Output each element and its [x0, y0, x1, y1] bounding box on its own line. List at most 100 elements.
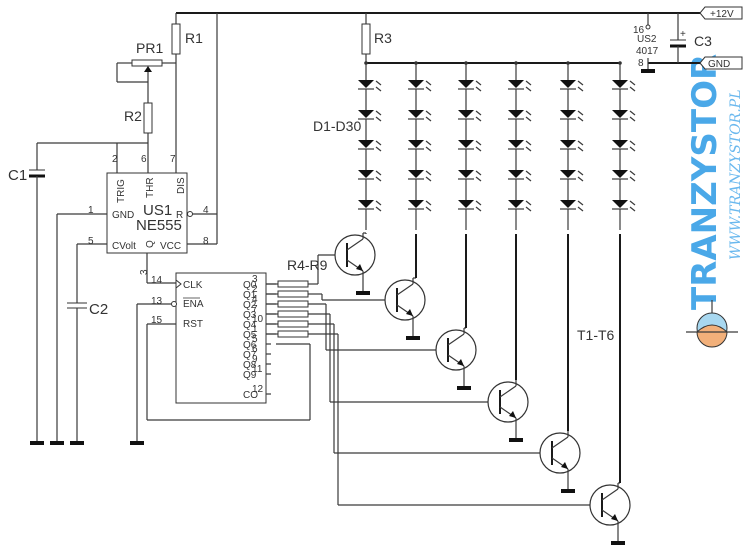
led-icon	[612, 200, 636, 230]
led-arrow	[577, 86, 584, 92]
led-arrow	[375, 116, 382, 122]
transistor-body	[487, 381, 529, 423]
us2-pin-label: Q3	[243, 310, 257, 321]
emitter-arrow	[406, 309, 413, 316]
led-triangle	[458, 200, 474, 208]
us2-pin-label: Q9	[243, 370, 257, 381]
us1-r-label: R	[176, 210, 183, 221]
transistors-label: T1-T6	[577, 327, 615, 343]
transistor-icon	[589, 234, 631, 545]
us2-pin-label: Q7	[243, 350, 257, 361]
led-arrow	[475, 206, 482, 212]
us2-ena-label: ENA	[183, 299, 204, 310]
r2-resistor	[143, 102, 153, 134]
us1-q-label: Q	[145, 240, 156, 248]
r1-resistor	[171, 23, 181, 55]
junction	[514, 61, 518, 65]
us1-pin3: 3	[139, 269, 150, 275]
led-arrow	[475, 86, 482, 92]
led-arrow	[577, 200, 584, 206]
us1-pin5: 5	[88, 236, 94, 247]
us1-gnd-label: GND	[112, 210, 134, 221]
led-triangle	[408, 80, 424, 88]
led-arrow	[577, 170, 584, 176]
us2-pin-num: 10	[252, 314, 264, 325]
led-triangle	[408, 170, 424, 178]
led-icon	[560, 110, 584, 140]
led-icon	[612, 140, 636, 170]
resistor-icon	[277, 310, 309, 318]
led-arrow	[525, 86, 532, 92]
us2-pin-num: 7	[252, 304, 258, 315]
c3-label: C3	[694, 33, 712, 49]
us2-pin14: 14	[151, 275, 163, 286]
watermark-brand: TRANZYSTOR	[685, 54, 725, 310]
us2-vdd-pin	[645, 24, 651, 30]
led-icon	[458, 140, 482, 170]
transistor-body	[384, 279, 426, 321]
us2-pin13: 13	[151, 296, 163, 307]
gnd-flag	[699, 56, 743, 70]
led-arrow	[425, 200, 432, 206]
transistor-collector	[499, 385, 517, 398]
transistor-body	[539, 432, 581, 474]
r4r9-label: R4-R9	[287, 257, 328, 273]
transistor-icon	[539, 234, 581, 493]
led-triangle	[358, 80, 374, 88]
led-icon	[612, 170, 636, 200]
led-arrow	[375, 170, 382, 176]
resistor-icon	[277, 300, 309, 308]
led-arrow	[629, 176, 636, 182]
led-triangle	[458, 170, 474, 178]
led-icon	[508, 170, 532, 200]
led-arrow	[425, 140, 432, 146]
led-arrow	[629, 146, 636, 152]
led-triangle	[508, 140, 524, 148]
led-triangle	[560, 200, 576, 208]
us1-thr-label: THR	[145, 177, 156, 198]
us1-pin2: 2	[112, 154, 118, 165]
emitter-arrow	[561, 462, 568, 469]
led-arrow	[525, 206, 532, 212]
c2-label: C2	[89, 301, 108, 318]
led-arrow	[525, 116, 532, 122]
us2-vdd-num: 16	[633, 25, 645, 36]
led-arrow	[425, 146, 432, 152]
us2-pin-num: 6	[252, 344, 258, 355]
led-icon	[508, 140, 532, 170]
us2-pin-label: Q8	[243, 360, 257, 371]
emitter-arrow	[457, 359, 464, 366]
resistor-icon	[277, 290, 309, 298]
us2-pin-label: Q2	[243, 300, 257, 311]
us2-pin-num: 12	[252, 384, 264, 395]
led-triangle	[508, 110, 524, 118]
led-arrow	[475, 110, 482, 116]
watermark-logo-half	[696, 324, 728, 348]
led-triangle	[358, 110, 374, 118]
transistor-body	[435, 329, 477, 371]
junction	[414, 61, 418, 65]
led-icon	[408, 110, 432, 140]
led-icon	[358, 140, 382, 170]
led-icon	[560, 200, 584, 230]
us2-power-name: US2	[637, 34, 657, 45]
us1-pin4: 4	[203, 205, 209, 216]
led-triangle	[560, 140, 576, 148]
led-arrow	[475, 200, 482, 206]
leds-label: D1-D30	[313, 118, 361, 134]
vcc-flag	[699, 6, 743, 20]
led-arrow	[375, 176, 382, 182]
transistor-collector	[447, 333, 465, 346]
transistor-body	[334, 234, 376, 276]
led-arrow	[375, 200, 382, 206]
led-arrow	[525, 200, 532, 206]
led-triangle	[408, 200, 424, 208]
clk-marker	[175, 279, 182, 289]
us2-pin-num: 9	[252, 354, 258, 365]
gnd-label: GND	[708, 59, 730, 70]
led-arrow	[425, 110, 432, 116]
led-icon	[408, 170, 432, 200]
led-icon	[508, 80, 532, 110]
led-arrow	[577, 176, 584, 182]
led-arrow	[375, 206, 382, 212]
